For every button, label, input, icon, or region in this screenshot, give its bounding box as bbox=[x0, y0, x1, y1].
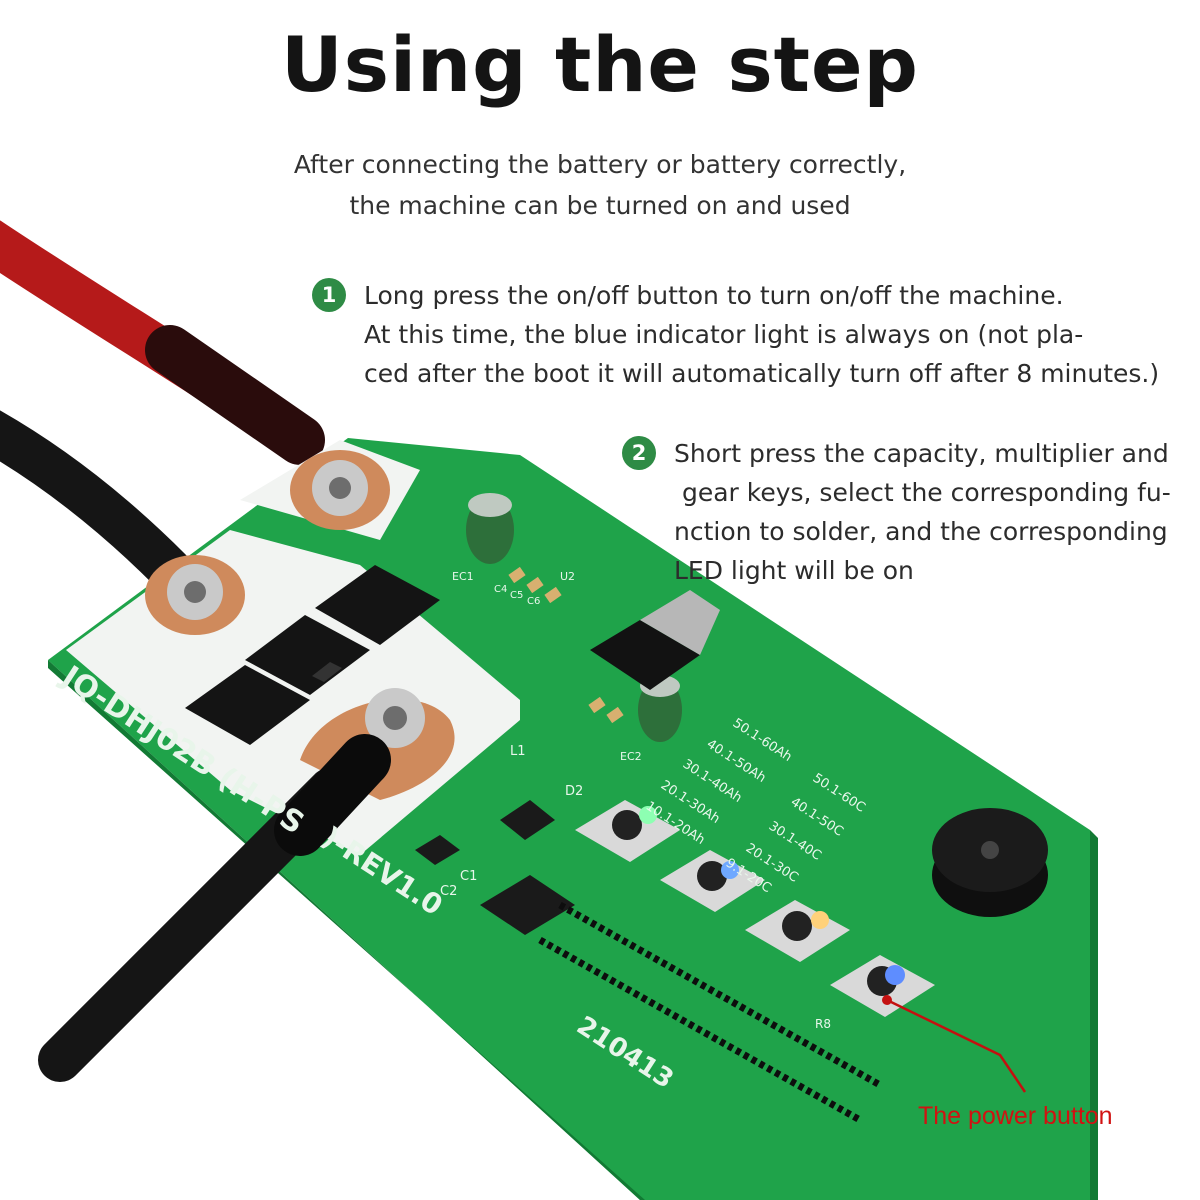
step-2: 2 Short press the capacity, multiplier a… bbox=[622, 434, 1171, 590]
gear-key bbox=[745, 900, 850, 962]
smd-resistors bbox=[508, 566, 624, 724]
step-text-line: gear keys, select the corresponding fu- bbox=[674, 478, 1171, 507]
component-label: U2 bbox=[560, 570, 575, 583]
svg-text:R8: R8 bbox=[815, 1017, 831, 1031]
step-text-line: At this time, the blue indicator light i… bbox=[364, 320, 1084, 349]
intro-line: After connecting the battery or battery … bbox=[293, 150, 907, 179]
step-text-line: LED light will be on bbox=[674, 556, 914, 585]
component-label: L1 bbox=[510, 744, 526, 759]
multiplier-key bbox=[660, 850, 765, 912]
component-label: EC2 bbox=[620, 750, 642, 763]
svg-text:L1: L1 bbox=[510, 744, 526, 759]
intro-text: After connecting the battery or battery … bbox=[0, 144, 1200, 226]
led-green bbox=[639, 806, 657, 824]
power-button-pointer bbox=[886, 998, 1027, 1093]
lug-top bbox=[290, 450, 390, 530]
svg-text:C1: C1 bbox=[460, 869, 477, 884]
svg-text:C5: C5 bbox=[510, 590, 523, 601]
intro-line: the machine can be turned on and used bbox=[349, 191, 851, 220]
step-text-line: Long press the on/off button to turn on/… bbox=[364, 281, 1064, 310]
driver-ic bbox=[480, 875, 575, 935]
component-label: C6 bbox=[527, 596, 540, 607]
capacity-key bbox=[575, 800, 680, 862]
page-title: Using the step bbox=[281, 20, 919, 109]
power-button-callout: The power button bbox=[918, 1102, 1113, 1130]
svg-text:C2: C2 bbox=[440, 884, 457, 899]
led-orange bbox=[811, 911, 829, 929]
capacitor-ec1 bbox=[466, 493, 514, 564]
step-text-line: ced after the boot it will automatically… bbox=[364, 359, 1160, 388]
svg-text:C4: C4 bbox=[494, 584, 507, 595]
mosfet-array bbox=[185, 565, 440, 745]
buzzer bbox=[932, 808, 1048, 917]
lug-middle bbox=[145, 555, 245, 635]
ic-chip bbox=[500, 800, 555, 840]
component-label: C5 bbox=[510, 590, 523, 601]
step-text-line: Short press the capacity, multiplier and bbox=[674, 439, 1169, 468]
led-blue-multiplier bbox=[721, 861, 739, 879]
component-label: C4 bbox=[494, 584, 507, 595]
step-1: 1 Long press the on/off button to turn o… bbox=[312, 276, 1159, 393]
svg-text:EC1: EC1 bbox=[452, 570, 474, 583]
led-blue-power bbox=[885, 965, 905, 985]
component-label: C2 bbox=[440, 884, 457, 899]
step-number-badge: 1 bbox=[312, 278, 346, 312]
component-label: D2 bbox=[565, 784, 583, 799]
header-pins bbox=[538, 901, 882, 1124]
svg-text:U2: U2 bbox=[560, 570, 575, 583]
step-number-badge: 2 bbox=[622, 436, 656, 470]
svg-text:C6: C6 bbox=[527, 596, 540, 607]
component-label: EC1 bbox=[452, 570, 474, 583]
svg-text:EC2: EC2 bbox=[620, 750, 642, 763]
step-text-line: nction to solder, and the corresponding bbox=[674, 517, 1168, 546]
regulator-chip bbox=[590, 620, 700, 690]
component-label: C1 bbox=[460, 869, 477, 884]
black-cable-top bbox=[0, 410, 192, 592]
component-label: R8 bbox=[815, 1017, 831, 1031]
svg-text:D2: D2 bbox=[565, 784, 583, 799]
